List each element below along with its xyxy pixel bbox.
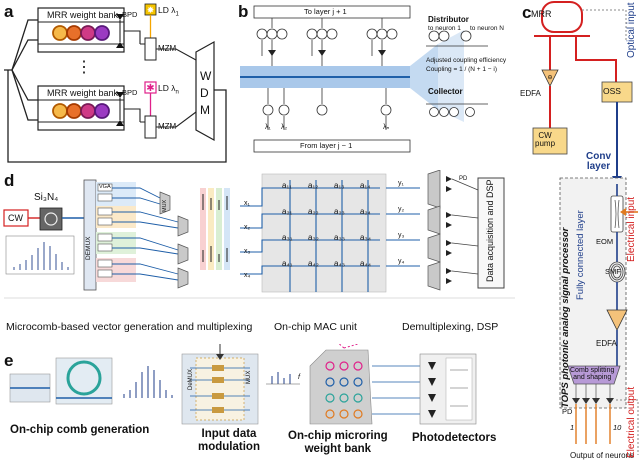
y-label: y₄: [398, 258, 405, 265]
pd-c-label: PD: [562, 407, 573, 416]
x-label: x₄: [244, 272, 251, 279]
mac-cell: a₁₃: [334, 181, 345, 190]
panel-e-diagram: [9, 344, 477, 425]
panel-label-e: e: [4, 351, 14, 370]
coupling-label-1: Adjusted coupling efficiency: [426, 57, 507, 64]
mac-cell: a₂₃: [334, 207, 345, 216]
panel-label-d: d: [4, 171, 15, 190]
panel-c-diagram: ⊖: [532, 1, 639, 455]
caption-demux-dsp: Demultiplexing, DSP: [402, 321, 499, 333]
mac-cell: a₁₁: [282, 181, 292, 190]
panel-d-diagram: [3, 170, 515, 299]
panel-label-b: b: [238, 2, 249, 21]
freq-axis-label: f: [298, 374, 300, 381]
panel-label-a: a: [4, 2, 14, 21]
caption-comb-generation: On-chip comb generation: [10, 424, 150, 436]
mac-cell: a₄₂: [308, 259, 319, 268]
mac-cell: a₃₃: [334, 233, 345, 242]
bpd-top-label: BPD: [122, 10, 138, 19]
edfa-top-label: EDFA: [520, 89, 541, 98]
smf-label: SMF: [605, 267, 621, 276]
panel-label-c: c: [522, 3, 532, 22]
ld-top-label: LD λ1: [158, 5, 179, 18]
mux-d-label: MUX: [162, 199, 168, 212]
demux-e-label: DeMUX: [188, 368, 194, 390]
neuron-1-label: 1: [570, 423, 575, 432]
demux-d-label: DEMUX: [85, 236, 92, 260]
bpd-bottom-label: BPD: [122, 88, 138, 97]
to-neuron-1-label: to neuron 1: [428, 25, 461, 32]
panel-a-diagram: ✸ ✱: [4, 3, 227, 163]
si3n4-label: Si₃N₄: [34, 192, 59, 203]
b-bottom-bar-label: From layer j − 1: [300, 141, 353, 150]
mac-cell: a₃₁: [282, 233, 293, 242]
mac-cell: a₁₄: [360, 181, 371, 190]
electrical-input-label: Electrical input: [626, 196, 637, 262]
neuron-10-label: 10: [613, 423, 622, 432]
mac-cell: a₂₄: [360, 207, 371, 216]
x-label: x₁: [244, 200, 250, 207]
mac-cell: a₄₁: [282, 259, 293, 268]
mac-cell: a₁₂: [308, 181, 319, 190]
caption-microcomb: Microcomb-based vector generation and mu…: [6, 321, 253, 333]
optical-input-label: Optical input: [626, 2, 637, 58]
ld-bottom-label: LD λn: [158, 83, 179, 96]
y-label: y₃: [398, 232, 405, 239]
neuron-output-label: Output of neurons: [570, 451, 635, 460]
mac-cell: a₂₂: [308, 207, 319, 216]
to-neuron-n-label: to neuron N: [470, 25, 504, 32]
eom-label: EOM: [596, 237, 614, 246]
mac-cell: a₄₃: [334, 259, 345, 268]
weight-bank-top-label: MRR weight bank: [47, 10, 119, 20]
mac-cell: a₃₂: [308, 233, 319, 242]
bank-ellipsis: ⋮: [76, 59, 92, 76]
fully-connected-label: Fully connected layer: [575, 210, 586, 300]
oss-label: OSS: [603, 86, 621, 96]
edfa-bottom-label: EDFA: [596, 339, 617, 348]
y-label: y₂: [398, 206, 405, 213]
caption-mac-unit: On-chip MAC unit: [274, 321, 357, 333]
mrr-label: MRR: [531, 9, 552, 19]
mac-cell: a₄₄: [360, 259, 371, 268]
svg-text:✱: ✱: [146, 83, 154, 94]
mac-cell: a₂₁: [282, 207, 293, 216]
coupling-label-2: Coupling = 1 / (N + 1 − i): [426, 66, 497, 73]
panel-b-diagram: [240, 5, 488, 153]
electrical-output-label: Electrical output: [626, 386, 637, 458]
vga-label: VGA: [99, 184, 111, 190]
x-label: x₂: [244, 224, 251, 231]
lambda-1-label: λ₁: [265, 124, 271, 131]
mac-cell-grid: a₁₁ a₁₂ a₁₃ a₁₄ a₂₁ a₂₂ a₂₃ a₂₄ a₃₁ a₃₂ …: [282, 176, 386, 280]
daq-label: Data acquisition and DSP: [485, 179, 495, 282]
mac-cell: a₃₄: [360, 233, 371, 242]
mux-e-label: MUX: [246, 370, 252, 384]
mzm-top-label: MZM: [158, 44, 177, 53]
lambda-n-label: λₙ: [383, 124, 390, 131]
y-label: y₁: [398, 180, 404, 187]
lambda-2-label: λ₂: [281, 124, 288, 131]
pd-d-label: PD: [459, 176, 468, 182]
b-top-bar-label: To layer j + 1: [304, 7, 347, 16]
caption-photodetectors: Photodetectors: [412, 432, 497, 444]
distributor-label: Distributor: [428, 15, 469, 24]
cw-label: CW: [8, 213, 23, 223]
svg-text:✸: ✸: [147, 5, 155, 15]
x-label: x₃: [244, 248, 251, 255]
collector-label: Collector: [428, 87, 463, 96]
svg-text:⊖: ⊖: [547, 75, 552, 81]
weight-bank-bottom-label: MRR weight bank: [47, 88, 119, 98]
mzm-bottom-label: MZM: [158, 122, 177, 131]
